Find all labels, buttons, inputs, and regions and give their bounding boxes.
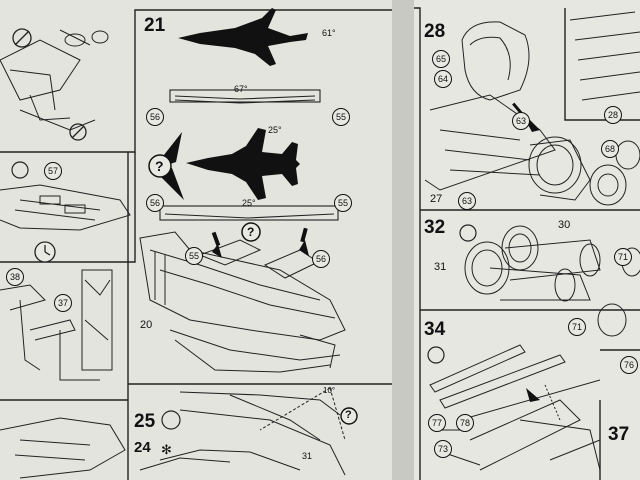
panel-frame-28: [414, 7, 640, 211]
step-number: 37: [608, 424, 630, 445]
question-icon-3: [340, 407, 358, 425]
part-callout: 55: [334, 194, 352, 212]
part-callout: 56: [146, 108, 164, 126]
step-25-drawing: [139, 387, 346, 476]
glue-icon-4: [427, 346, 445, 364]
step-number: 24: [134, 439, 151, 456]
part-label: 31: [434, 261, 447, 273]
part-callout: 76: [620, 356, 638, 374]
question-icon-1: [148, 154, 172, 178]
part-callout: 71: [614, 248, 632, 266]
part-callout: 77: [428, 414, 446, 432]
step-number: 28: [424, 21, 446, 42]
step-number: 32: [424, 217, 446, 238]
part-callout: 56: [146, 194, 164, 212]
glue-icon-3: [459, 224, 477, 242]
question-mark: ?: [155, 158, 164, 174]
gear-door-drawing: [429, 344, 601, 471]
snowflake-icon: ✻: [161, 443, 172, 458]
part-callout: 63: [458, 192, 476, 210]
part-label: 27: [430, 193, 443, 205]
wing-panel-drawing: [0, 184, 131, 231]
part-callout: 63: [512, 112, 530, 130]
landing-gear-drawing: [0, 269, 113, 381]
part-callout: 37: [54, 294, 72, 312]
aircraft-silhouette-61deg: [178, 8, 308, 66]
question-mark: ?: [345, 409, 352, 421]
no-glue-icon-2: [69, 123, 87, 141]
engine-nozzle-drawing: [424, 21, 591, 201]
part-label: 31: [302, 451, 313, 461]
step-number: 25: [134, 411, 156, 432]
wing-angle-gauge-25: [159, 205, 339, 221]
fuselage-assembly-drawing: [139, 231, 346, 373]
part-callout: 68: [601, 140, 619, 158]
angle-label: 25°: [268, 125, 282, 135]
no-glue-icon: [12, 28, 32, 48]
part-callout: 71: [568, 318, 586, 336]
left-page: [0, 0, 392, 480]
angle-label: 67°: [234, 84, 248, 94]
part-callout: 56: [312, 250, 330, 268]
part-callout: 55: [185, 247, 203, 265]
part-label: 20: [140, 319, 153, 331]
part-callout: 57: [44, 162, 62, 180]
part-label: 30: [558, 219, 571, 231]
panel-frame-top: [0, 9, 392, 153]
part-callout: 55: [332, 108, 350, 126]
step-number: 34: [424, 319, 446, 340]
part-callout: 64: [434, 70, 452, 88]
question-mark: ?: [247, 225, 255, 239]
glue-icon: [161, 410, 181, 430]
part-callout: 78: [456, 414, 474, 432]
angle-label: 10°: [323, 386, 336, 395]
question-icon-2: [241, 222, 261, 242]
glue-icon-2: [11, 161, 29, 179]
aircraft-silhouette-25deg: [186, 128, 300, 200]
step-number: 21: [144, 15, 166, 36]
engine-fans-drawing: [464, 225, 640, 337]
part-callout: 38: [6, 268, 24, 286]
page-gutter: [392, 0, 414, 480]
part-callout: 65: [432, 50, 450, 68]
part-callout: 73: [434, 440, 452, 458]
part-callout: 28: [604, 106, 622, 124]
wing-angle-gauge-67: [169, 89, 321, 104]
angle-label: 61°: [322, 28, 336, 38]
angle-label: 25°: [242, 198, 256, 208]
